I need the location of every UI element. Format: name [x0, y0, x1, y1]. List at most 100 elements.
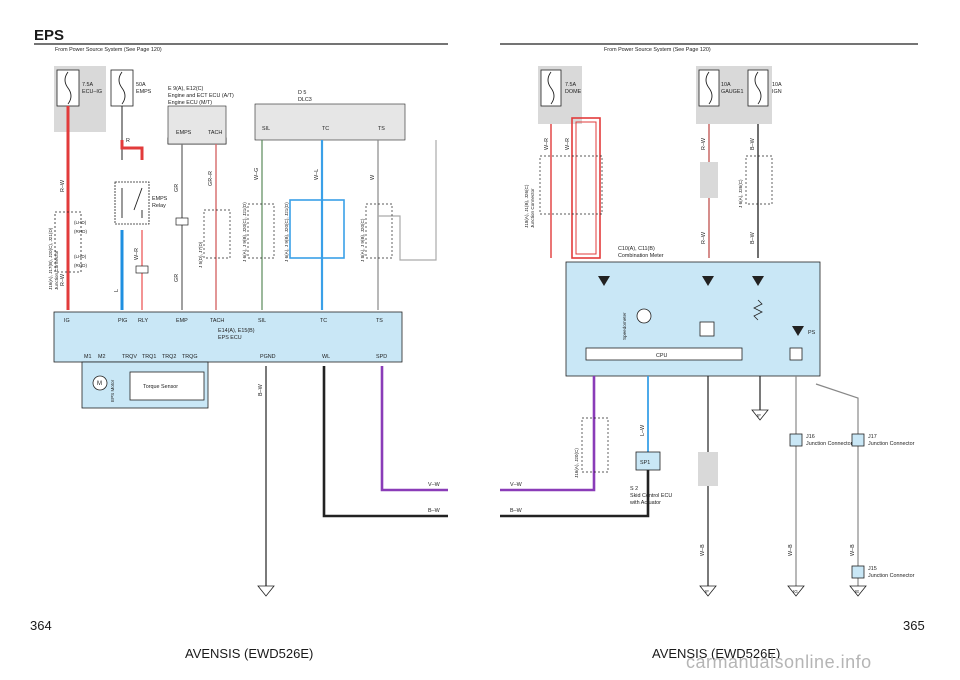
ground-label-1: IF [705, 589, 709, 594]
tc-loop [289, 199, 345, 259]
wire-tach-label: GR–R [208, 171, 214, 186]
fuse-dome-rating: 7.5A [565, 82, 576, 88]
wire-rly-label: W–R [134, 248, 140, 260]
wire-j17-label: W–B [850, 544, 856, 556]
ecu-pin-wl: WL [322, 354, 330, 360]
ecm-code: E 9(A), E12(C) [168, 86, 204, 92]
gauge-shade [700, 162, 718, 198]
ground-icon-2 [751, 409, 769, 421]
ecm-line2: Engine ECU (M/T) [168, 100, 212, 106]
wire-dome-label-2: W–R [565, 138, 571, 150]
wire-ground-in-label: B–W [510, 508, 523, 514]
wire-ig-label-2: R–W [60, 273, 66, 286]
fuse-dome-icon [547, 71, 555, 105]
j15-box [851, 565, 865, 579]
ground-label-2: IF [757, 413, 761, 418]
j15-code: J15 [868, 566, 877, 572]
wire-sil-label: W–G [254, 168, 260, 180]
jc3-code: J 6(A), J 9(B), J20(C), J21(D) [242, 202, 247, 262]
relay-contact-icon [121, 187, 143, 218]
dlc-code: D 5 [298, 90, 306, 96]
wire-r-label: R [126, 138, 130, 144]
wire-emp-label-2: GR [174, 274, 180, 282]
ground-label-3: IG [793, 589, 798, 594]
fuse-gauge-icon [705, 71, 713, 105]
fuse-gauge-rating: 10A [721, 82, 731, 88]
skid-ecu-box [635, 451, 661, 471]
ecu-pin-sil: SIL [258, 318, 266, 324]
jc1-rhd-2: (RHD) [74, 263, 87, 268]
diode-icon-3 [752, 276, 764, 286]
ecm-line1: Engine and ECT ECU (A/T) [168, 93, 234, 99]
wire-skid-label: L–W [640, 424, 646, 436]
wire-ig-label: R–W [60, 179, 66, 192]
dome-loop [571, 117, 601, 259]
wire-tc-label: W–L [314, 169, 320, 180]
junction-connector-2 [203, 209, 231, 259]
ecu-pin-ig: IG [64, 318, 70, 324]
meter-name: Combination Meter [618, 253, 664, 259]
fuse-ecu-ig-rating: 7.5A [82, 82, 93, 88]
ecu-pin-emp: EMP [176, 318, 188, 324]
junction-connector-3 [247, 203, 275, 259]
fuse-ign-name: IGN [772, 89, 782, 95]
j17-name: Junction Connector [868, 441, 915, 447]
rjc1-code: J18(A), J1(B), J26(C) [524, 184, 529, 228]
ecm-pin-tach: TACH [208, 130, 222, 136]
diode-icon-1 [598, 276, 610, 286]
meter-block-2 [789, 347, 803, 361]
right-junction-connector-1 [539, 155, 603, 215]
ecu-pin-trq1: TRQ1 [142, 354, 156, 360]
right-power-note: From Power Source System (See Page 120) [604, 47, 711, 53]
j16-name: Junction Connector [806, 441, 853, 447]
skid-code: S 2 [630, 486, 638, 492]
ecu-pin-trqg: TRQG [182, 354, 198, 360]
cpu-box [585, 347, 743, 361]
wire-emp-label: GR [174, 184, 180, 192]
dlc-pin-ts: TS [378, 126, 385, 132]
wire-speed-in [500, 376, 596, 492]
jc1-code: J16(A), J17(B), J20(C), J21(D) [48, 227, 53, 290]
ecu-pin-spd: SPD [376, 354, 387, 360]
wire-dome-label: W–R [544, 138, 550, 150]
ts-loop [378, 140, 437, 261]
motor-label: EPS Motor [110, 379, 115, 402]
wire-ts-label: W [370, 174, 376, 180]
wire-spd-label: V–W [428, 482, 441, 488]
jc4-code: J 6(A), J 9(B), J20(C), J21(D) [284, 202, 289, 262]
fuse-ecu-ig-name: ECU–IG [82, 89, 102, 95]
fuse-emps-rating: 50A [136, 82, 146, 88]
emp-connector [175, 217, 189, 226]
ecu-name: EPS ECU [218, 335, 242, 341]
jc2-code: J 5(D), J7(D) [198, 241, 203, 268]
footer-model-left: AVENSIS (EWD526E) [185, 646, 314, 661]
ecu-pin-rly: RLY [138, 318, 148, 324]
footer-model-right: AVENSIS (EWD526E) [652, 646, 781, 661]
motor-icon [92, 375, 108, 391]
fuse-emps-name: EMPS [136, 89, 152, 95]
ecu-pin-pgnd: PGND [260, 354, 276, 360]
fuse-dome-name: DOME [565, 89, 582, 95]
page-number-left: 364 [30, 618, 52, 633]
diode-icon-2 [702, 276, 714, 286]
ecm-pin-emps: EMPS [176, 130, 192, 136]
jc1-lhd-2: (LHD) [74, 254, 87, 259]
wire-pig-label: L [114, 289, 120, 292]
watermark: carmanualsonline.info [686, 652, 872, 672]
motor-m-glyph: M [97, 381, 102, 387]
jc1-name: Junction Connector [54, 250, 59, 290]
ecu-pin-tach: TACH [210, 318, 224, 324]
speedometer-label: Speedometer [622, 312, 627, 340]
fuse-emps-icon [118, 71, 126, 105]
wire-j17 [815, 383, 859, 586]
skid-pin: SP1 [640, 460, 650, 466]
j17-box [851, 433, 865, 447]
right-junction-connector-3 [581, 417, 609, 473]
ecu-pin-trq2: TRQ2 [162, 354, 176, 360]
junction-connector-1 [54, 211, 82, 273]
ecm-shade [167, 105, 227, 145]
dlc-pin-tc: TC [322, 126, 329, 132]
